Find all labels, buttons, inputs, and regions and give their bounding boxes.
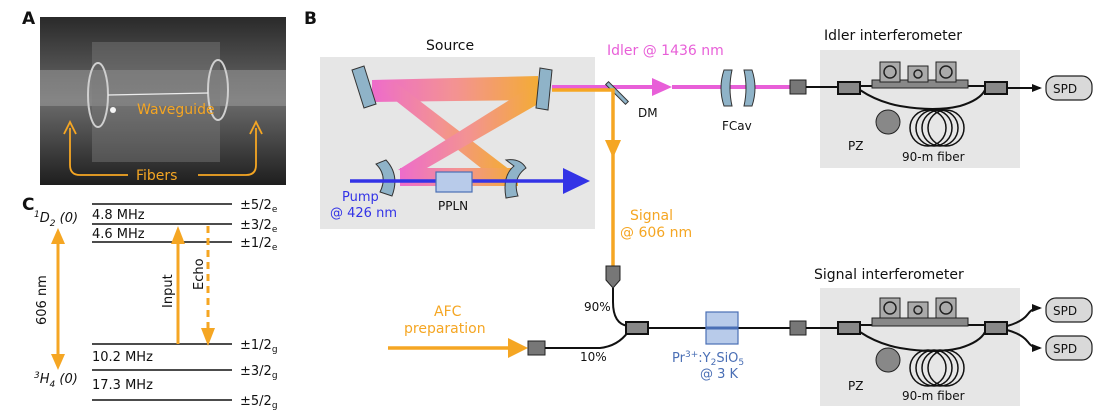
ground-label-3: ±5/2g: [240, 394, 278, 411]
signal-fiber-coil: [909, 349, 965, 387]
echo-label: Echo: [192, 258, 207, 290]
split-10-label: 10%: [580, 350, 607, 364]
signal-label-2: @ 606 nm: [620, 225, 692, 241]
crystal-label-2: @ 3 K: [700, 367, 739, 382]
waveguide-photo: [40, 17, 286, 185]
signal-pz-icon: [875, 347, 901, 373]
idler-paddles: [871, 61, 969, 89]
excited-label-2: ±3/2e: [240, 218, 278, 235]
input-label: Input: [161, 274, 176, 308]
ground-splitting-2: 17.3 MHz: [92, 378, 153, 393]
cavity-beam: [372, 76, 538, 186]
excited-splitting-1: 4.8 MHz: [92, 208, 145, 223]
spd-idler: [1045, 75, 1093, 101]
signal-beam: [552, 88, 621, 270]
transition-label: 606 nm: [35, 275, 50, 325]
spd-idler-label: SPD: [1053, 82, 1077, 96]
split-90-label: 90%: [584, 300, 611, 314]
ppln-crystal: [435, 171, 473, 193]
fcav-label: FCav: [722, 119, 752, 133]
ground-label-2: ±3/2g: [240, 364, 278, 381]
spd-signal-1: [1045, 297, 1093, 323]
transition-arrow: [51, 228, 65, 370]
signal-label-1: Signal: [630, 208, 673, 224]
spd-signal-1-label: SPD: [1053, 304, 1077, 318]
panel-label-a: A: [22, 9, 36, 29]
ground-splitting-1: 10.2 MHz: [92, 350, 153, 365]
idler-fiber-connector: [789, 79, 807, 95]
fibers-label: Fibers: [136, 168, 177, 184]
pump-label-2: @ 426 nm: [330, 206, 397, 221]
afc-fiber-connector: [527, 340, 546, 356]
signal-fiber-connector: [605, 265, 621, 289]
dm-label: DM: [638, 106, 658, 120]
signal-interferometer-label: Signal interferometer: [814, 267, 964, 283]
echo-arrow: [201, 226, 215, 346]
signal-pz-label: PZ: [848, 379, 863, 393]
signal-interf-connector: [789, 320, 807, 336]
idler-fiber-label: 90-m fiber: [902, 150, 965, 164]
source-label: Source: [426, 38, 474, 54]
excited-splitting-2: 4.6 MHz: [92, 227, 145, 242]
idler-label: Idler @ 1436 nm: [607, 43, 724, 59]
signal-paddles: [871, 297, 969, 327]
afc-beam: [388, 338, 528, 358]
panel-label-c: C: [22, 195, 34, 215]
signal-fiber-label: 90-m fiber: [902, 389, 965, 403]
spd-signal-2-label: SPD: [1053, 342, 1077, 356]
crystal: [705, 311, 739, 345]
idler-interferometer-label: Idler interferometer: [824, 28, 962, 44]
filter-cavity: [720, 69, 756, 107]
pump-label-1: Pump: [342, 190, 379, 205]
excited-label-1: ±5/2e: [240, 198, 278, 215]
cavity-mirror-1: [351, 65, 377, 109]
idler-pz-label: PZ: [848, 139, 863, 153]
panel-label-b: B: [304, 9, 317, 29]
waveguide-label: Waveguide: [137, 102, 215, 118]
input-arrow: [171, 226, 185, 344]
excited-state-label: 1D2 (0): [34, 210, 78, 229]
cavity-mirror-4: [504, 159, 527, 199]
dichroic-mirror: [604, 80, 630, 106]
afc-label-1: AFC: [434, 304, 462, 320]
fibers-bracket: [63, 119, 263, 176]
ppln-label: PPLN: [438, 199, 468, 213]
fiber-beamsplitter: [545, 288, 790, 349]
ground-label-1: ±1/2g: [240, 338, 278, 355]
ground-state-label: 3H4 (0): [34, 371, 78, 390]
idler-fiber-coil: [909, 109, 965, 147]
cavity-mirror-2: [535, 67, 553, 111]
crystal-label-1: Pr3+:Y2SiO5: [672, 350, 744, 368]
excited-label-3: ±1/2e: [240, 236, 278, 253]
afc-label-2: preparation: [404, 321, 486, 337]
cavity-mirror-3: [375, 159, 396, 197]
spd-signal-2: [1045, 335, 1093, 361]
idler-pz-icon: [875, 109, 901, 135]
